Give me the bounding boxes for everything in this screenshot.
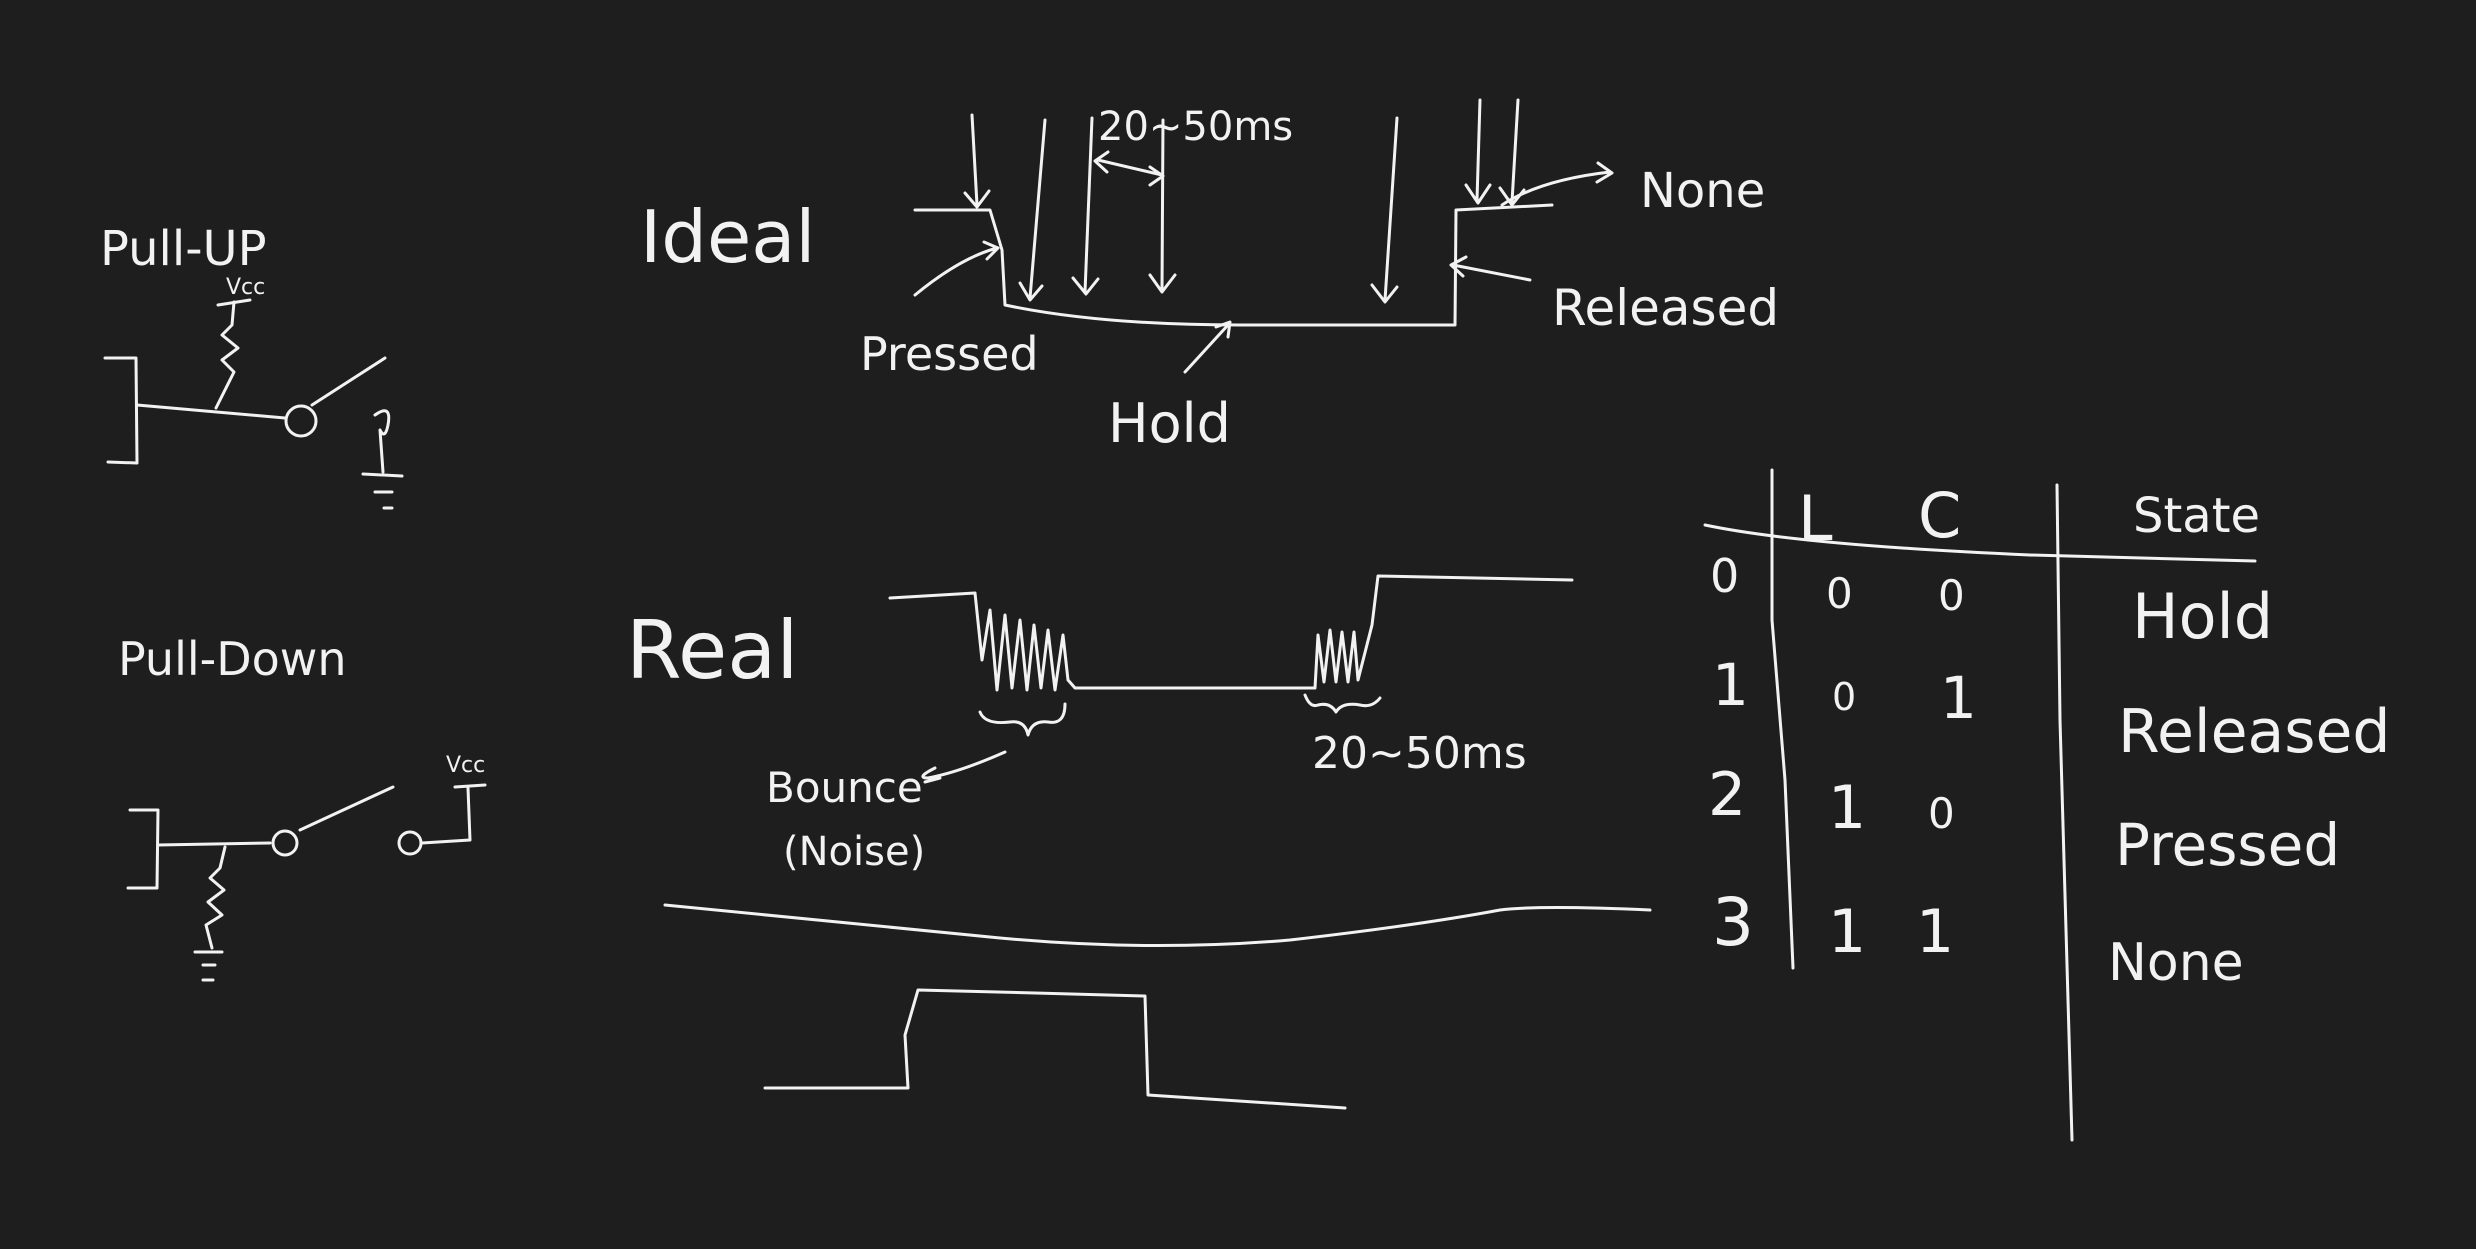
state-table-header-cell: L [1798, 482, 1833, 555]
pull-up-resistor [214, 300, 240, 410]
ideal-waveform-and-arrows [913, 98, 1614, 374]
ideal-released-label: Released [1552, 279, 1779, 337]
pull-up-contact [373, 409, 391, 474]
pull-down-supply-bar [453, 783, 487, 789]
pull-up-ground [361, 472, 404, 510]
pull-down-contact [397, 830, 423, 856]
ideal-sample-arrow [1018, 118, 1047, 302]
state-table-row: 0 0 0 Hold [1710, 549, 2273, 653]
real-title: Real [626, 604, 798, 697]
ideal-signal [913, 203, 1554, 327]
state-table-cell: 0 [1826, 569, 1853, 618]
pull-up-switch-lever [310, 356, 387, 407]
state-table-index-divider [1770, 468, 1795, 970]
pull-down-resistor [204, 845, 227, 950]
state-table-row: 2 1 0 Pressed [1708, 760, 2340, 879]
ideal-interval-label: 20~50ms [1098, 104, 1293, 150]
pull-down-title: Pull-Down [118, 632, 347, 686]
ideal-sample-arrow [1071, 116, 1100, 296]
state-table: L C State 0 0 0 Hold 1 0 1 Released 2 1 … [1703, 468, 2391, 1142]
state-table-cell: 1 [1712, 651, 1749, 719]
real-diagram: Real Bounce (Noise) 20~50ms [626, 574, 1574, 875]
state-table-row: 1 0 1 Released [1712, 651, 2391, 767]
ideal-sample-arrow [1148, 118, 1177, 294]
output-pulse [763, 988, 1347, 1110]
pull-down-switch-pivot [271, 829, 299, 857]
pull-down-contact-wire [420, 786, 472, 845]
pull-down-circuit: Pull-Down Vcc [118, 632, 487, 982]
pull-down-ground [193, 950, 224, 982]
pull-up-supply-label: Vcc [226, 275, 265, 300]
pull-up-node-wire [135, 403, 287, 420]
state-table-row: 3 1 1 None [1712, 884, 2244, 993]
state-table-header-cell: State [2133, 488, 2260, 544]
pull-down-wiring [126, 783, 487, 982]
real-bounce-label: Bounce [766, 763, 923, 812]
state-table-rules [1703, 468, 2257, 1142]
ideal-none-pointer [1500, 161, 1614, 207]
ideal-released-pointer [1449, 255, 1532, 282]
state-table-cell: 1 [1940, 664, 1977, 732]
pull-up-switch-pivot [284, 404, 318, 438]
smoothed-curve [663, 903, 1652, 948]
state-table-cell: 0 [1928, 789, 1955, 838]
pull-down-input-bracket [126, 808, 160, 890]
state-table-cell: 1 [1828, 773, 1866, 843]
state-table-cell: 0 [1710, 549, 1739, 603]
state-table-header-rule [1703, 523, 2257, 563]
pull-up-input-bracket [103, 356, 139, 465]
state-table-cell: Pressed [2115, 811, 2340, 879]
state-table-cell: 2 [1708, 760, 1746, 830]
pull-up-circuit: Pull-UP Vcc [100, 221, 404, 510]
real-signal [888, 574, 1574, 692]
state-table-cell: 1 [1916, 897, 1954, 967]
ideal-hold-label: Hold [1108, 392, 1231, 455]
ideal-diagram: Ideal 20~50ms None Released Pressed Hold [640, 98, 1779, 455]
real-noise-label: (Noise) [783, 829, 925, 875]
ideal-pressed-pointer [913, 240, 1000, 297]
filtered-signal-sketch [663, 903, 1652, 1110]
state-table-cell: None [2108, 933, 2244, 993]
ideal-sample-arrow [1464, 98, 1492, 205]
pull-down-node-wire [156, 841, 272, 847]
pull-up-title: Pull-UP [100, 221, 267, 277]
ideal-sample-arrow [1498, 98, 1526, 207]
pull-down-supply-label: Vcc [446, 753, 485, 778]
pull-down-switch-lever [298, 785, 395, 832]
state-table-cell: 1 [1828, 897, 1866, 967]
state-table-cell: Released [2118, 697, 2391, 767]
state-table-header-cell: C [1918, 479, 1961, 552]
real-waveform [888, 574, 1574, 784]
state-table-cell: 0 [1938, 571, 1965, 620]
real-interval-label: 20~50ms [1312, 728, 1527, 779]
state-table-cell: 0 [1832, 675, 1856, 719]
pull-up-wiring [103, 298, 404, 510]
ideal-interval-span [1093, 150, 1165, 187]
real-interval-brace [1303, 693, 1382, 714]
state-table-cell: 3 [1712, 884, 1754, 961]
ideal-sample-arrow [1370, 116, 1399, 304]
ideal-none-label: None [1640, 163, 1765, 219]
ideal-pressed-label: Pressed [860, 327, 1039, 381]
state-table-cell: Hold [2132, 580, 2273, 653]
real-bounce-brace [978, 702, 1067, 737]
ideal-title: Ideal [640, 195, 815, 279]
state-table-state-divider [2055, 483, 2074, 1142]
ideal-sample-arrow [963, 113, 991, 209]
real-bounce-pointer [921, 750, 1007, 784]
ideal-hold-pointer [1183, 320, 1232, 374]
